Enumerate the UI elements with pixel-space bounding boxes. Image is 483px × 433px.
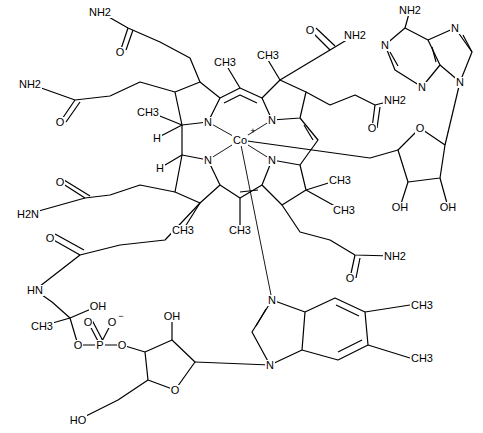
atom-label: NH2 <box>88 7 112 18</box>
atom-label: CH3 <box>171 225 195 236</box>
atom-label: CH3 <box>136 107 160 118</box>
atom-label: N <box>380 40 390 51</box>
atom-label: CH3 <box>228 225 252 236</box>
atom-label: N <box>417 82 427 93</box>
atom-label: O <box>73 340 84 351</box>
atom-label: N <box>267 115 277 126</box>
atom-label: O <box>117 340 128 351</box>
atom-label: N <box>450 23 460 34</box>
atom-label: Co <box>232 135 248 146</box>
atom-label: N <box>265 360 275 371</box>
atom-label: N <box>267 295 277 306</box>
atom-label: NH2 <box>398 5 422 16</box>
atom-label: H <box>152 133 162 144</box>
atom-label: CH3 <box>410 353 434 364</box>
atom-label: P <box>95 340 104 351</box>
atom-label: O <box>305 25 316 36</box>
atom-label: CH3 <box>332 205 356 216</box>
atom-label: O <box>83 317 94 328</box>
atom-label: CH3 <box>256 50 280 61</box>
atom-label: O <box>55 117 66 128</box>
atom-label: CH3 <box>410 300 434 311</box>
atom-label: CH3 <box>30 321 54 332</box>
atom-label: N <box>203 155 213 166</box>
atom-label: OH <box>163 311 182 322</box>
atom-label: NH2 <box>383 251 407 262</box>
atom-label: O <box>367 123 378 134</box>
atom-label: + <box>249 127 256 136</box>
atom-label: O <box>415 123 426 134</box>
atom-label: CH3 <box>213 57 237 68</box>
atom-label: O <box>45 233 56 244</box>
atom-label: H2N <box>16 209 40 220</box>
atom-label: NH2 <box>383 95 407 106</box>
atom-label: OH <box>391 202 410 213</box>
atom-label: N <box>267 155 277 166</box>
atom-label: CH3 <box>328 175 352 186</box>
atom-label: NH2 <box>343 30 367 41</box>
atom-label: HN <box>26 285 44 296</box>
atom-label: NH2 <box>18 79 42 90</box>
atom-label: N <box>455 77 465 88</box>
atom-label: O <box>107 317 118 328</box>
atom-label: O <box>345 273 356 284</box>
atom-label: OH <box>89 301 108 312</box>
atom-label: HO <box>69 415 88 426</box>
atom-label: N <box>203 117 213 128</box>
atom-label: H <box>155 163 165 174</box>
atom-label: O <box>55 177 66 188</box>
atom-label: − <box>117 312 124 321</box>
atom-label: OH <box>439 202 458 213</box>
atom-label: O <box>170 385 181 396</box>
atom-label: O <box>115 47 126 58</box>
